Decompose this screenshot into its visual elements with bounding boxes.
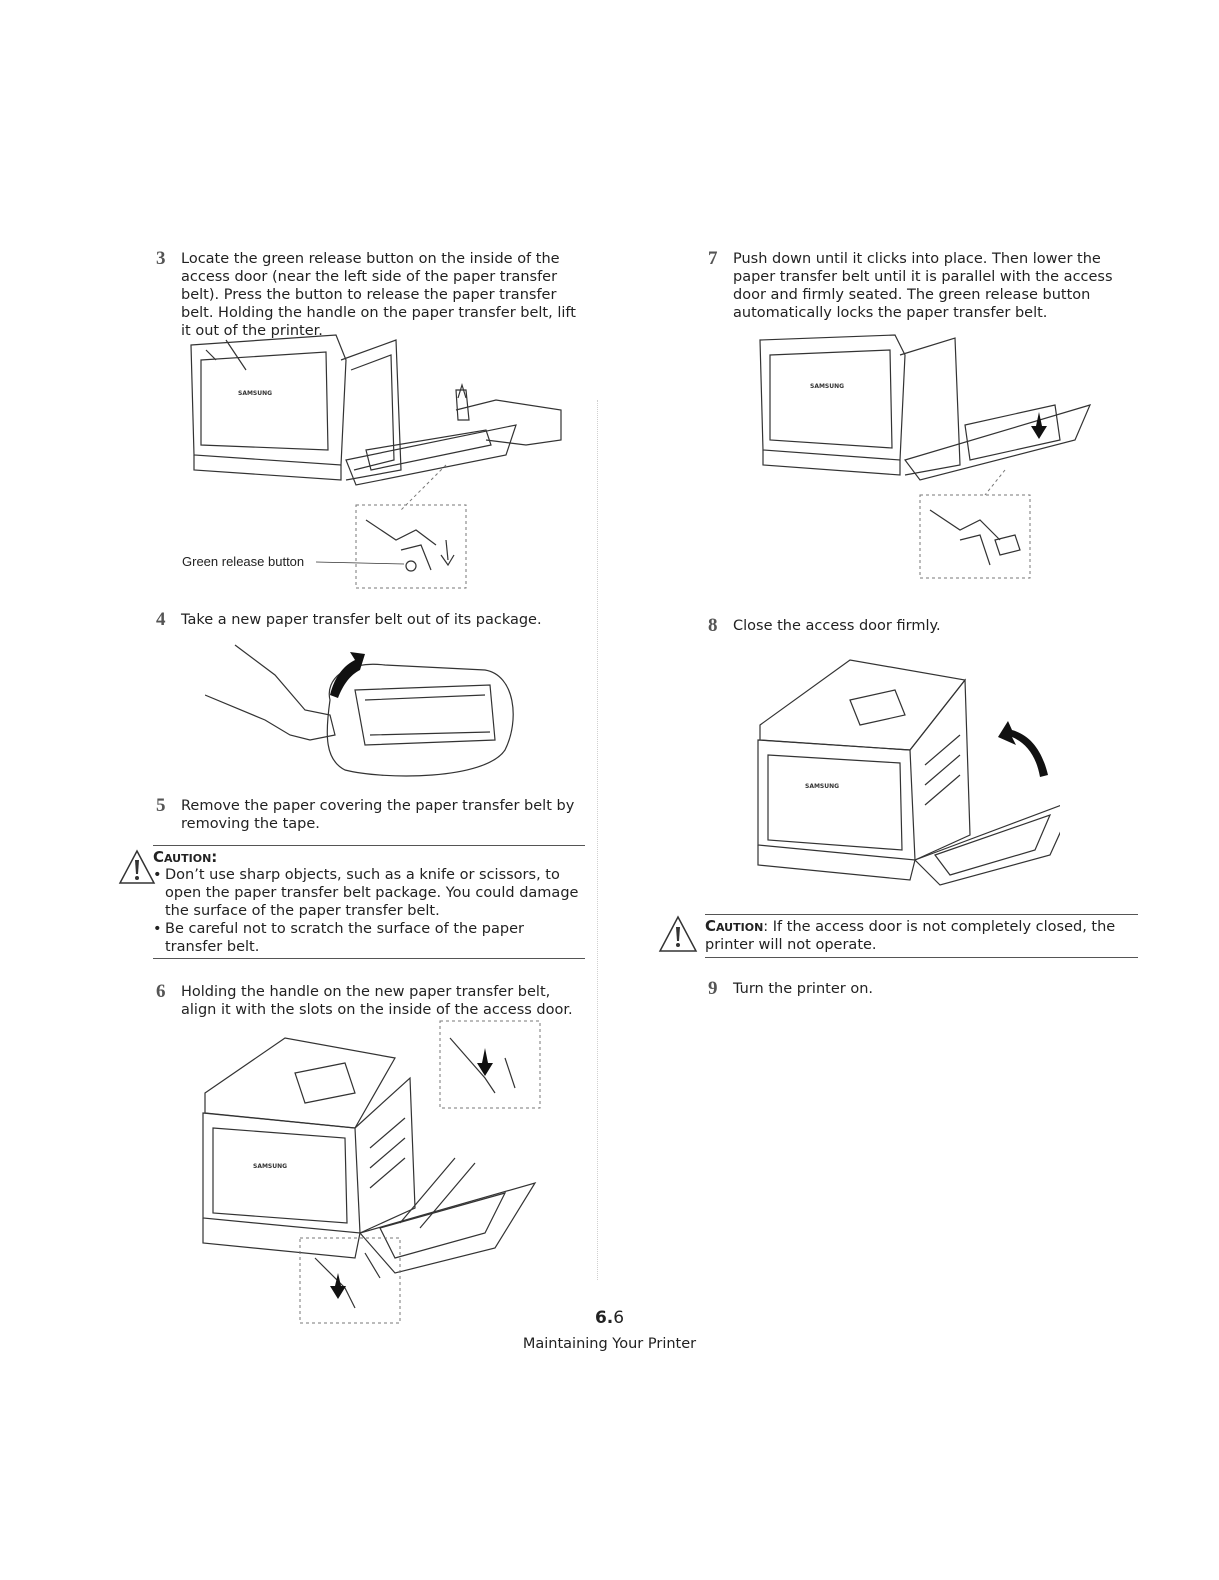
caution-icon	[657, 914, 699, 958]
caution-bottom-rule	[705, 957, 1138, 958]
svg-text:SAMSUNG: SAMSUNG	[253, 1163, 287, 1170]
figure-close-door: SAMSUNG	[750, 655, 1060, 895]
caution-text: : If the access door is not completely c…	[705, 919, 1116, 953]
printer-closing-door-illustration: SAMSUNG	[757, 659, 1060, 886]
step-6: 6 Holding the handle on the new paper tr…	[156, 982, 586, 1019]
printer-install-belt-illustration: SAMSUNG	[202, 1020, 541, 1324]
svg-text:SAMSUNG: SAMSUNG	[805, 783, 839, 790]
step-number: 9	[708, 978, 718, 999]
caution-title: Caution	[705, 917, 764, 935]
page-index: 6	[613, 1308, 625, 1328]
step-number: 3	[156, 248, 166, 269]
step-7: 7 Push down until it clicks into place. …	[708, 249, 1138, 322]
step-text: Close the access door firmly.	[733, 618, 941, 634]
step-9: 9 Turn the printer on.	[708, 979, 1138, 998]
step-5: 5 Remove the paper covering the paper tr…	[156, 796, 586, 833]
section-title: Maintaining Your Printer	[522, 1336, 697, 1352]
svg-text:SAMSUNG: SAMSUNG	[810, 383, 844, 390]
step-number: 7	[708, 248, 718, 269]
step-text: Locate the green release button on the i…	[181, 251, 576, 339]
caution-bottom-rule	[153, 958, 585, 959]
printer-open-door-illustration: SAMSUNG	[190, 334, 562, 589]
step-4: 4 Take a new paper transfer belt out of …	[156, 610, 586, 629]
page-number: 6.6	[0, 1308, 1219, 1328]
caution-bullet: Be careful not to scratch the surface of…	[153, 920, 585, 956]
step-number: 4	[156, 609, 166, 630]
caution-box-1: Caution: Don’t use sharp objects, such a…	[153, 845, 585, 959]
figure-new-belt-package	[205, 640, 525, 780]
step-8: 8 Close the access door firmly.	[708, 616, 1138, 635]
step-text: Take a new paper transfer belt out of it…	[181, 612, 542, 628]
step-3: 3 Locate the green release button on the…	[156, 249, 586, 340]
caution-top-rule	[153, 845, 585, 846]
caution-bullet: Don’t use sharp objects, such as a knife…	[153, 866, 585, 920]
step-text: Push down until it clicks into place. Th…	[733, 251, 1113, 321]
caution-bullets: Don’t use sharp objects, such as a knife…	[153, 866, 585, 956]
step-number: 8	[708, 615, 718, 636]
step-text: Holding the handle on the new paper tran…	[181, 984, 573, 1018]
printer-belt-seated-illustration: SAMSUNG	[759, 334, 1092, 579]
step-text: Remove the paper covering the paper tran…	[181, 798, 575, 832]
column-divider	[597, 400, 598, 1280]
figure-seat-belt: SAMSUNG	[755, 330, 1095, 580]
step-text: Turn the printer on.	[733, 981, 873, 997]
svg-text:SAMSUNG: SAMSUNG	[238, 390, 272, 397]
caution-icon	[117, 848, 157, 890]
caution-body: Caution: If the access door is not compl…	[705, 914, 1138, 954]
belt-package-illustration	[205, 644, 514, 777]
figure-align-belt: SAMSUNG	[195, 1018, 545, 1328]
step-number: 5	[156, 795, 166, 816]
caution-box-2: Caution: If the access door is not compl…	[705, 914, 1138, 958]
caution-title: Caution:	[153, 848, 218, 866]
chapter-number: 6.	[594, 1308, 614, 1328]
green-release-button-callout: Green release button	[182, 554, 305, 569]
figure-remove-belt: SAMSUNG	[186, 330, 566, 595]
step-number: 6	[156, 981, 166, 1002]
caution-top-rule	[705, 914, 1138, 915]
